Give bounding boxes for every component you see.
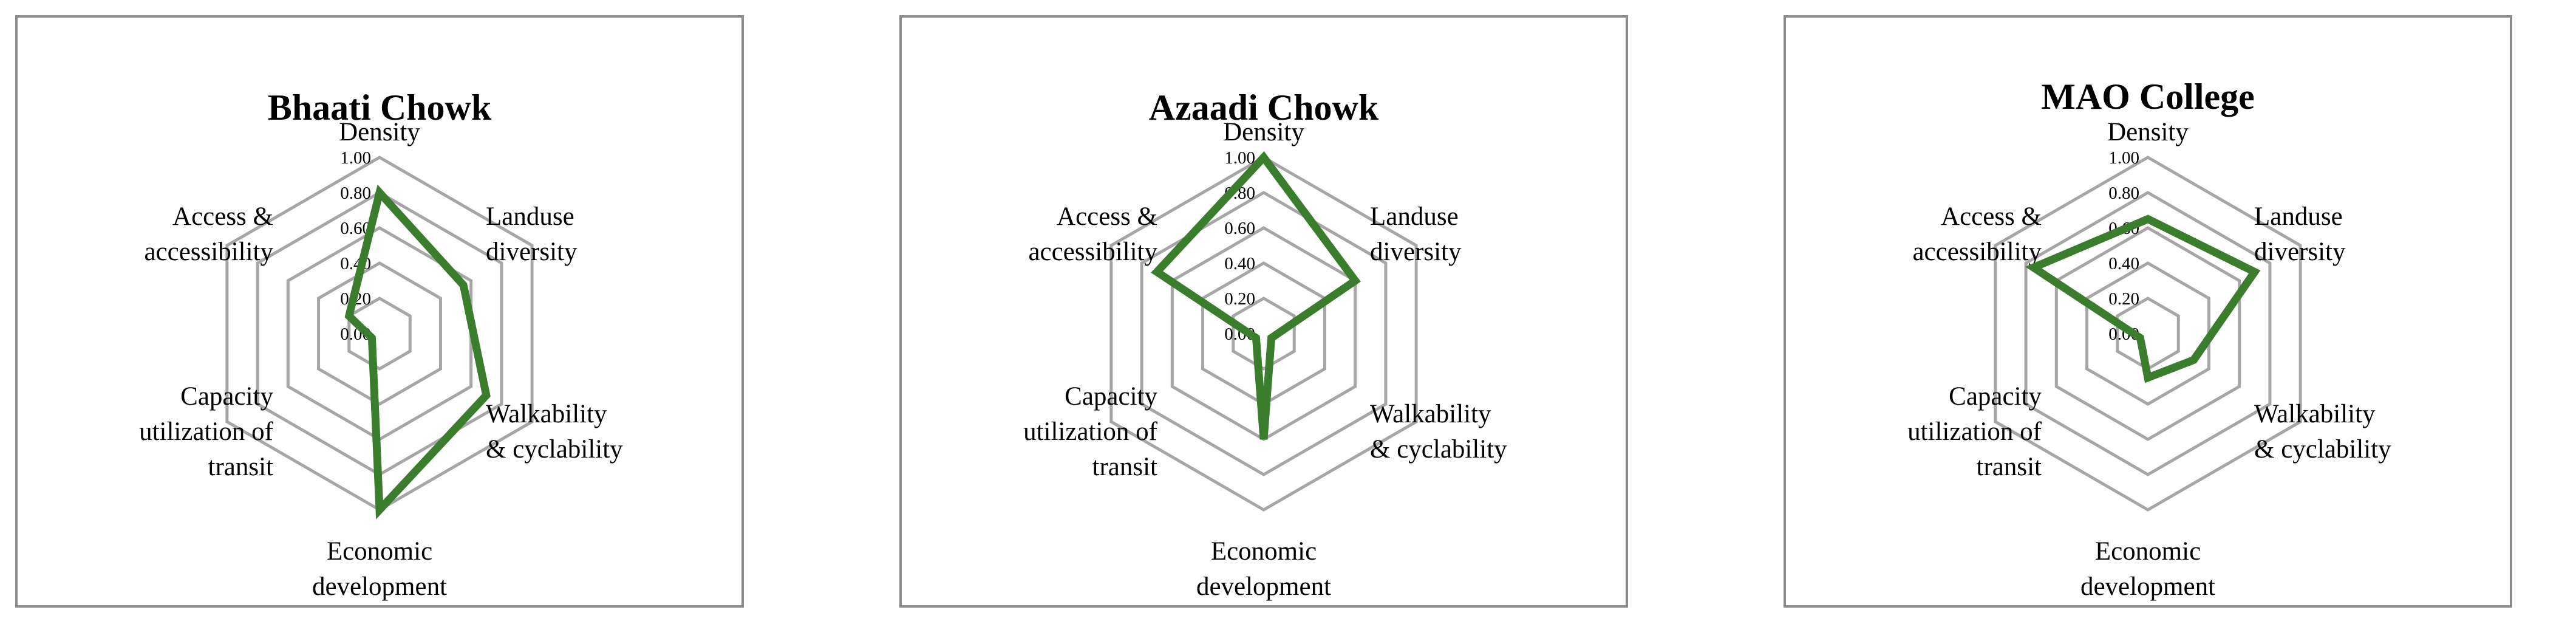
series-line — [344, 184, 491, 520]
tick-label: 0.40 — [2108, 254, 2139, 273]
radar-svg: Bhaati Chowk 0.000.200.400.600.801.00Den… — [139, 87, 623, 601]
grid-ring — [1994, 156, 2302, 512]
axis-label: Walkability& cyclability — [486, 400, 623, 464]
tick-label: 0.40 — [1224, 254, 1255, 273]
tick-label: 0.80 — [340, 184, 371, 203]
axis-label: Walkability& cyclability — [1370, 400, 1507, 464]
axis-label: Access &accessibility — [1912, 202, 2042, 266]
series-line — [2025, 214, 2261, 383]
grid-ring — [1140, 191, 1388, 476]
axis-label: Density — [339, 118, 420, 146]
tick-label: 0.80 — [2108, 184, 2139, 203]
grid-ring — [2085, 261, 2210, 406]
tick-label: 0.60 — [1224, 219, 1255, 238]
radar-svg: MAO College 0.000.200.400.600.801.00Dens… — [1907, 77, 2391, 601]
axis-label: Density — [1223, 118, 1304, 146]
grid-ring — [1109, 156, 1418, 512]
axis-label: Access &accessibility — [1028, 202, 1157, 266]
chart-title: Bhaati Chowk — [268, 87, 492, 128]
grid-ring — [2024, 191, 2272, 476]
tick-label: 0.20 — [2108, 289, 2139, 309]
axis-label: Walkability& cyclability — [2254, 400, 2391, 464]
tick-label: 1.00 — [1224, 148, 1255, 168]
chart-title: MAO College — [2041, 77, 2255, 117]
chart-title: Azaadi Chowk — [1149, 87, 1379, 128]
grid-ring — [1201, 261, 1326, 406]
tick-label: 1.00 — [2108, 148, 2139, 168]
radar-svg: Azaadi Chowk 0.000.200.400.600.801.00Den… — [1023, 87, 1507, 601]
axis-label: Density — [2107, 118, 2189, 146]
tick-label: 0.20 — [1224, 289, 1255, 309]
tick-label: 1.00 — [340, 148, 371, 168]
grid-ring — [317, 261, 442, 406]
axis-label: Access &accessibility — [144, 202, 273, 266]
grid-ring — [1232, 297, 1296, 371]
series-line — [1151, 151, 1361, 440]
